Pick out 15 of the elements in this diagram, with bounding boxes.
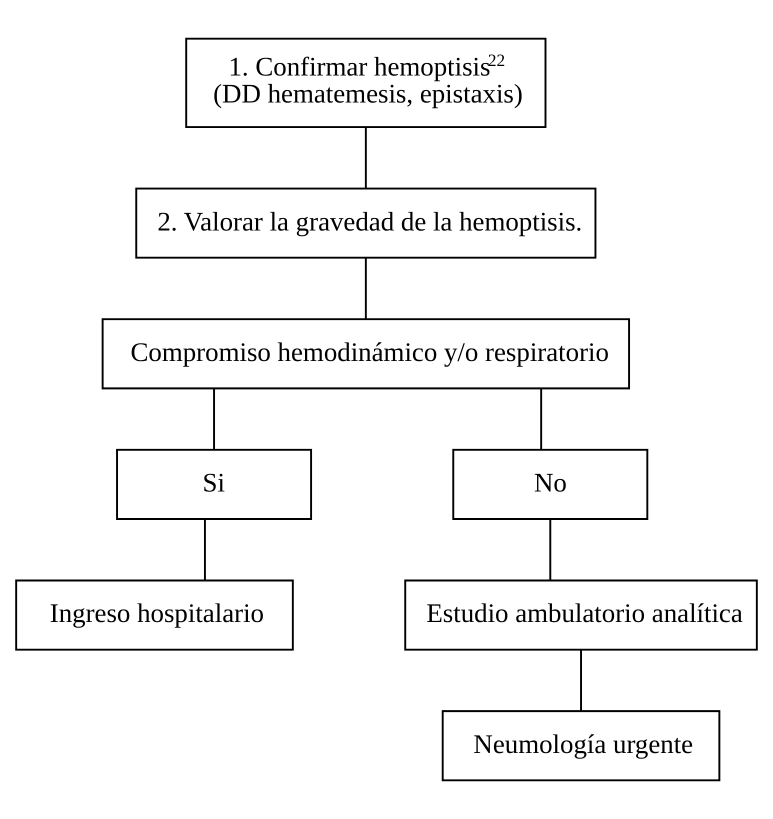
node-box: Estudio ambulatorio analítica [404, 580, 758, 651]
connector [364, 127, 367, 188]
node-box: Compromiso hemodinámico y/o respiratorio [102, 318, 630, 390]
node-box: 1. Confirmar hemoptisis$^{22}$ (DD hematemesis, epistaxis) [185, 38, 546, 128]
connector [364, 258, 367, 319]
node-box: 2. Valorar la gravedad de la hemoptisis. [135, 188, 596, 259]
connector [204, 519, 206, 580]
connector [580, 650, 582, 711]
node-box: Si [116, 448, 312, 520]
node-box: Ingreso hospitalario [15, 580, 294, 651]
connector [540, 388, 542, 450]
node-box: Neumología urgente [442, 710, 720, 782]
connector [213, 388, 216, 450]
connector [549, 519, 552, 580]
node-box: No [452, 448, 648, 520]
